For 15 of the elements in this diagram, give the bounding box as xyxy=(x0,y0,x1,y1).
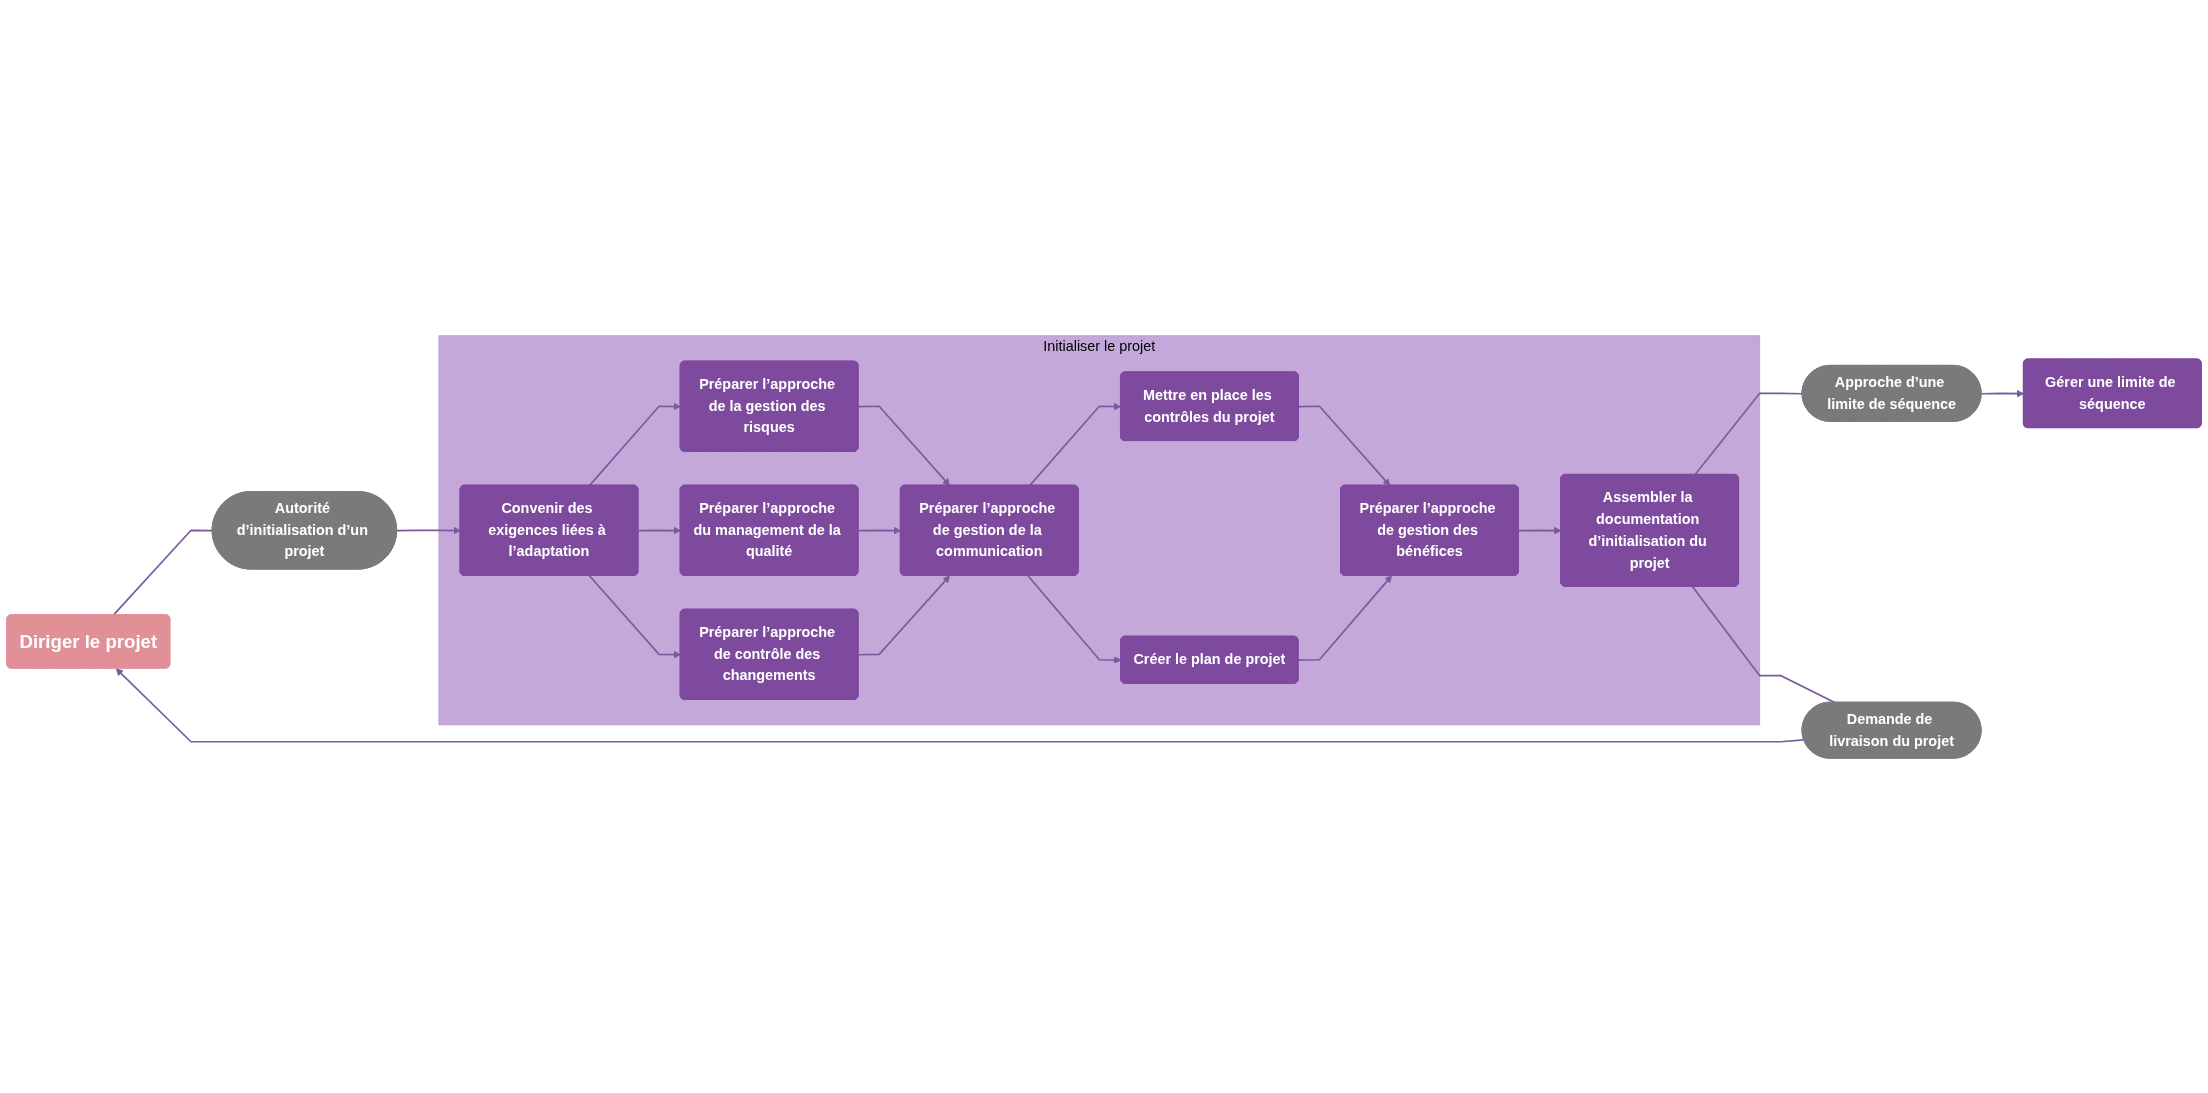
arrow xyxy=(857,575,950,656)
arrow xyxy=(588,574,681,658)
connector xyxy=(112,528,214,616)
arrow xyxy=(637,526,681,534)
arrow xyxy=(857,404,950,486)
arrow xyxy=(1980,389,2025,397)
arrow xyxy=(115,667,1805,743)
arrow xyxy=(396,526,461,534)
arrow xyxy=(1297,404,1391,486)
arrow xyxy=(1027,574,1122,664)
arrow xyxy=(588,402,681,486)
arrow xyxy=(857,526,902,534)
arrow xyxy=(1028,402,1122,486)
arrow xyxy=(1518,526,1562,534)
arrow xyxy=(1297,575,1392,661)
